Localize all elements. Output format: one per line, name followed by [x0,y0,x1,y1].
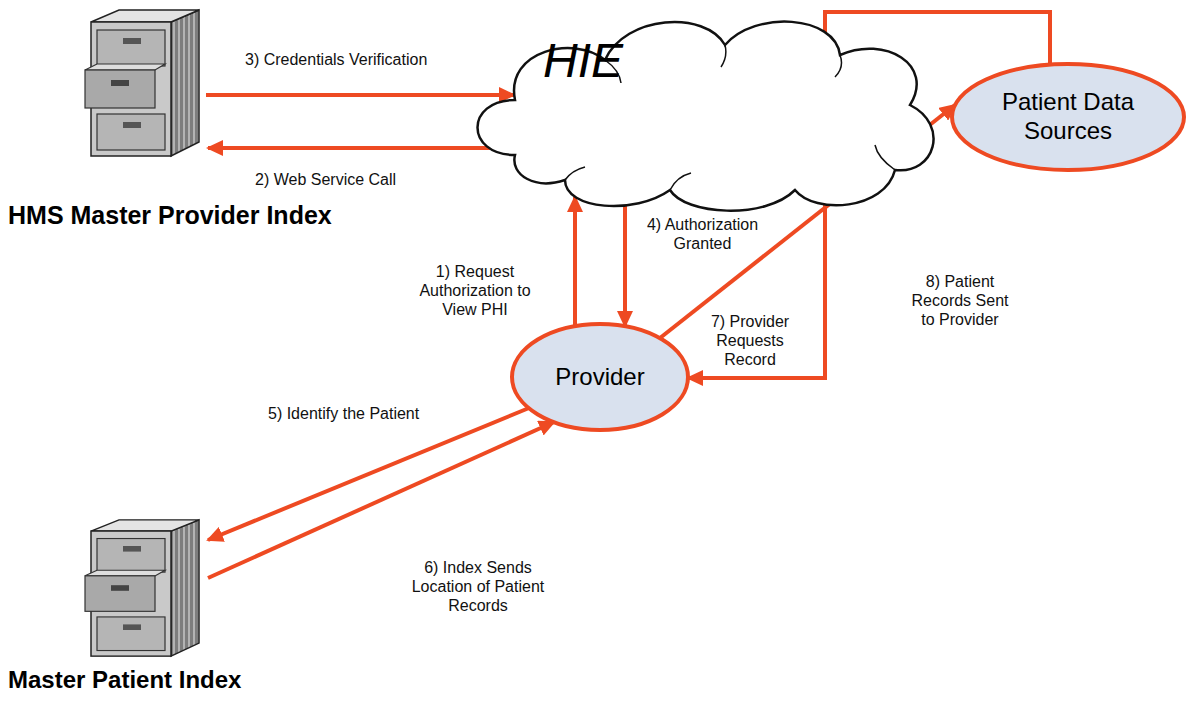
step-label: 3) Credentials Verification [245,50,427,69]
node-label: Provider [555,363,644,392]
step-label: 8) Patient Records Sent to Provider [905,272,1015,329]
index-label: Master Patient Index [8,666,241,695]
cloud-network: HIE [455,5,940,215]
arrow-connector [623,205,627,326]
server-icon [83,518,213,658]
server-index: Master Patient Index [8,518,241,695]
cloud-outline [455,5,940,215]
step-label: 5) Identify the Patient [268,404,419,423]
ellipse-shape [512,324,688,430]
node-label: HIE [543,35,623,88]
step-label: 2) Web Service Call [255,170,396,189]
step-label: 7) Provider Requests Record [700,312,800,369]
arrow-connector [208,146,500,150]
server-index: HMS Master Provider Index [8,8,332,230]
ellipse-shape [952,64,1184,170]
entity-ellipse: Patient Data Sources [950,62,1186,172]
step-label: 6) Index Sends Location of Patient Recor… [403,558,553,615]
entity-ellipse: Provider [510,322,690,432]
step-label: 1) Request Authorization to View PHI [405,262,545,319]
arrow-connector [208,422,554,578]
node-label: Patient Data Sources [993,88,1143,146]
step-label: 4) Authorization Granted [630,215,775,253]
edge-group [206,12,1050,578]
arrow-connector [206,93,514,97]
index-label: HMS Master Provider Index [8,200,332,230]
arrow-connector [208,408,529,540]
server-icon [83,8,213,158]
arrow-connector [573,197,577,326]
